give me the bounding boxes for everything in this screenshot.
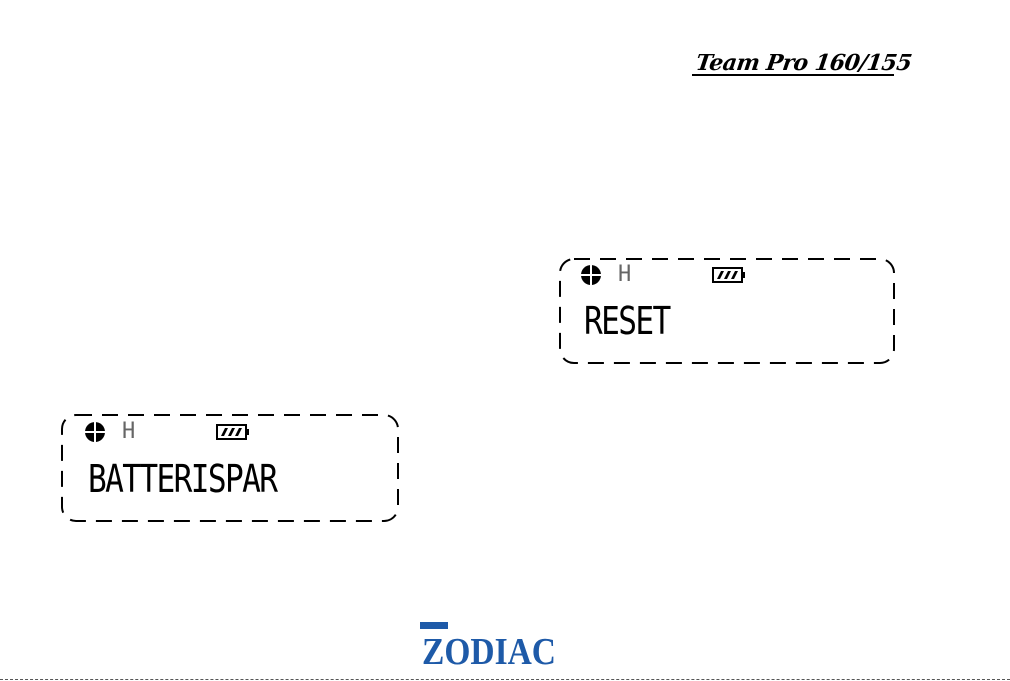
lcd-status-row: H [84,421,404,445]
lcd-message: RESET [584,299,670,343]
brand-name: ZODIAC [422,631,556,666]
battery-icon [216,424,250,440]
bottom-rule [0,679,1010,680]
product-name: Team Pro 160/155 [694,50,913,76]
mode-indicator: H [618,262,631,287]
product-logo: Team Pro 160/155 [692,52,894,76]
globe-icon [580,264,602,286]
lcd-status-row: H [580,264,900,288]
zodiac-logo: ZODIAC [420,620,558,666]
mode-indicator: H [122,419,135,444]
globe-icon [84,421,106,443]
logo-underline [692,74,894,76]
lcd-display-batterispar: H BATTERISPAR [60,413,400,523]
battery-icon [712,267,746,283]
lcd-display-reset: H RESET [558,257,896,365]
lcd-message: BATTERISPAR [88,457,276,501]
